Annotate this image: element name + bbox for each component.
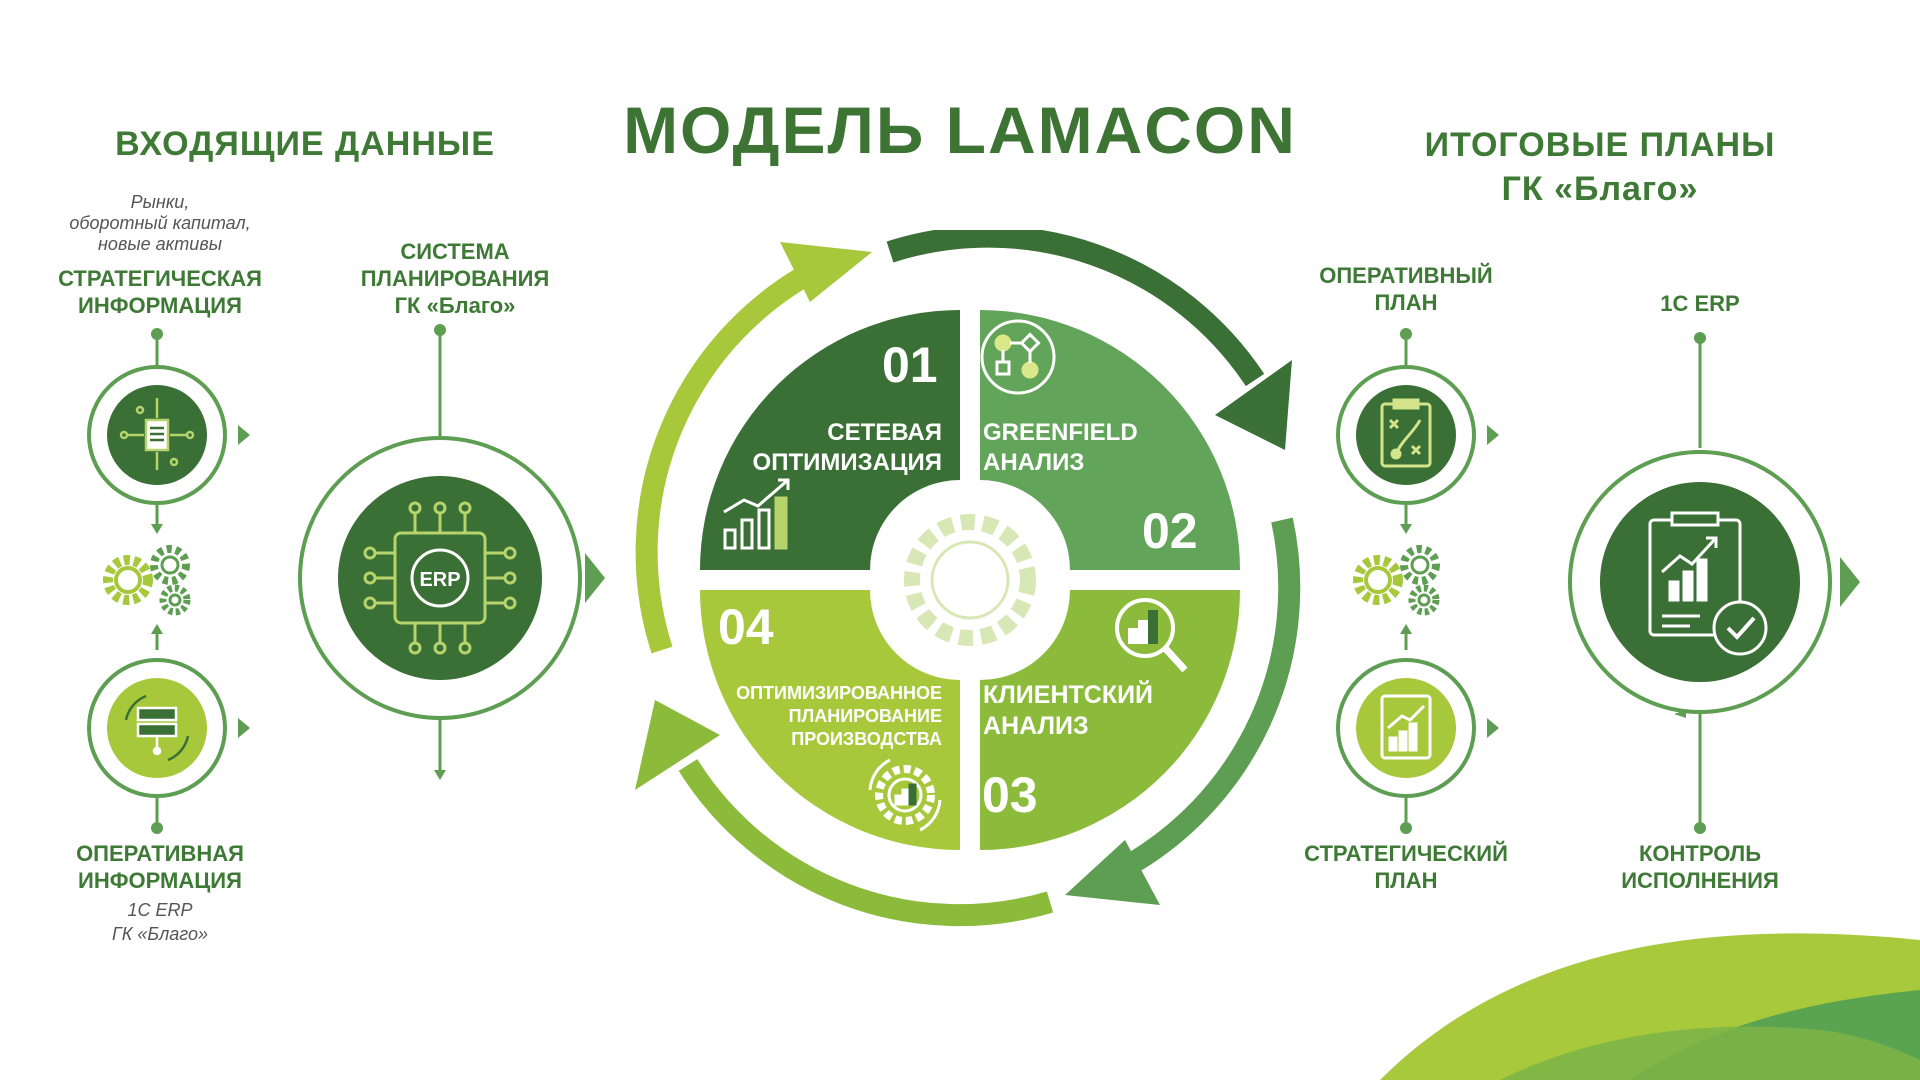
chart-growth-icon [723, 478, 790, 550]
cycle-arc-top-right [886, 230, 1265, 387]
quadrant-04-label: ОПТИМИЗИРОВАННОЕ ПЛАНИРОВАНИЕ ПРОИЗВОДСТ… [720, 682, 942, 751]
quadrant-04-number: 04 [718, 599, 774, 655]
document-arrows-icon [119, 398, 195, 470]
quadrant-03-label: КЛИЕНТСКИЙ АНАЛИЗ [983, 680, 1153, 742]
right-header-line-2: ГК «Благо» [1501, 170, 1699, 208]
chart-board-icon [1380, 694, 1432, 760]
quadrant-02-label-line-2: АНАЛИЗ [983, 449, 1085, 476]
control-label: КОНТРОЛЬ ИСПОЛНЕНИЯ [1580, 840, 1820, 894]
left-header: ВХОДЯЩИЕ ДАННЫЕ [115, 125, 495, 163]
operational-info-label: ОПЕРАТИВНАЯ ИНФОРМАЦИЯ [40, 840, 280, 894]
left-column-graphic [87, 328, 250, 834]
control-graphic [1568, 332, 1860, 834]
cycle-arrowhead-top-right [1215, 360, 1292, 450]
quadrant-02-label-line-1: GREENFIELD [983, 419, 1138, 446]
gears-icon [103, 545, 191, 616]
strategic-note-line-3: новые активы [98, 234, 222, 254]
control-label-line-1: КОНТРОЛЬ [1638, 841, 1762, 866]
strategic-plan-label-line-1: СТРАТЕГИЧЕСКИЙ [1304, 841, 1508, 866]
planning-system-label-line-3: ГК «Благо» [394, 293, 516, 318]
right-header-line-1: ИТОГОВЫЕ ПЛАНЫ [1424, 126, 1776, 164]
gear-chart-icon [868, 758, 942, 832]
operational-plan-label-line-2: ПЛАН [1374, 290, 1438, 315]
server-sync-icon [124, 694, 190, 762]
strategic-note-line-1: Рынки, [130, 192, 190, 212]
quadrant-01 [700, 310, 960, 570]
cycle-arrowhead-top-left [780, 242, 872, 302]
erp-chip-icon [363, 501, 517, 655]
strategic-info-label-line-1: СТРАТЕГИЧЕСКАЯ [58, 266, 262, 291]
right-header: ИТОГОВЫЕ ПЛАНЫ ГК «Благо» [1410, 123, 1790, 211]
quadrant-01-label-line-2: ОПТИМИЗАЦИЯ [752, 449, 942, 476]
cycle-arrowhead-bottom-right [1065, 840, 1160, 905]
strategic-plan-label: СТРАТЕГИЧЕСКИЙ ПЛАН [1286, 840, 1526, 894]
quadrant-03-label-line-2: АНАЛИЗ [983, 712, 1089, 740]
operational-info-label-line-2: ИНФОРМАЦИЯ [78, 868, 242, 893]
quadrant-02-number: 02 [1142, 503, 1198, 559]
gears-icon-right [1353, 545, 1440, 616]
cycle-arc-bottom-left [678, 759, 1054, 927]
corner-wave [1380, 933, 1920, 1080]
quadrant-01-label-line-1: СЕТЕВАЯ [827, 419, 942, 446]
operational-info-label-line-1: ОПЕРАТИВНАЯ [76, 841, 244, 866]
strategic-info-label: СТРАТЕГИЧЕСКАЯ ИНФОРМАЦИЯ [40, 265, 280, 319]
magnifier-chart-icon [1115, 598, 1188, 673]
tactics-board-icon [1380, 398, 1432, 468]
operational-plan-label-line-1: ОПЕРАТИВНЫЙ [1319, 263, 1493, 288]
quadrant-02 [980, 310, 1240, 570]
quadrant-04-label-line-1: ОПТИМИЗИРОВАННОЕ [736, 683, 942, 703]
quadrant-02-label: GREENFIELD АНАЛИЗ [983, 418, 1138, 478]
control-label-line-2: ИСПОЛНЕНИЯ [1621, 868, 1779, 893]
lamacon-cycle [635, 230, 1301, 927]
strategic-plan-label-line-2: ПЛАН [1374, 868, 1438, 893]
quadrant-03-label-line-1: КЛИЕНТСКИЙ [983, 681, 1154, 709]
quadrant-01-label: СЕТЕВАЯ ОПТИМИЗАЦИЯ [740, 418, 942, 478]
quadrant-03-number: 03 [982, 767, 1038, 823]
operational-note-line-2: ГК «Благо» [112, 924, 208, 944]
center-gear-icon [904, 514, 1036, 646]
quadrant-04-label-line-3: ПРОИЗВОДСТВА [791, 729, 942, 749]
operational-note-line-1: 1С ERP [127, 900, 193, 920]
operational-plan-label: ОПЕРАТИВНЫЙ ПЛАН [1286, 262, 1526, 316]
quadrant-04-label-line-2: ПЛАНИРОВАНИЕ [788, 706, 942, 726]
right-plans-graphic [1336, 328, 1499, 834]
operational-note: 1С ERP ГК «Благо» [40, 898, 280, 946]
cycle-arc-top-left [635, 255, 830, 654]
strategic-info-label-line-2: ИНФОРМАЦИЯ [78, 293, 242, 318]
erp-badge-text: ERP [419, 569, 460, 591]
erp-label: 1С ERP [1660, 291, 1740, 316]
strategic-plan-icon-circle [1356, 678, 1456, 778]
planning-system-label-line-1: СИСТЕМА [400, 239, 510, 264]
planning-system-label-line-2: ПЛАНИРОВАНИЯ [360, 266, 550, 291]
erp-icon-circle [338, 476, 542, 680]
page-title: МОДЕЛЬ LAMACON [623, 93, 1297, 167]
planning-system-graphic: ERP [298, 324, 605, 780]
strategic-note-line-2: оборотный капитал, [69, 213, 251, 233]
report-check-icon [1648, 511, 1768, 656]
quadrant-04 [700, 590, 960, 850]
cycle-arrowhead-bottom-left [635, 700, 720, 790]
strategic-note: Рынки, оборотный капитал, новые активы [40, 192, 280, 255]
planning-system-label: СИСТЕМА ПЛАНИРОВАНИЯ ГК «Благо» [340, 238, 570, 319]
quadrant-01-number: 01 [882, 337, 938, 393]
flowchart-icon [980, 319, 1056, 395]
cycle-arc-bottom-right [1114, 517, 1301, 880]
